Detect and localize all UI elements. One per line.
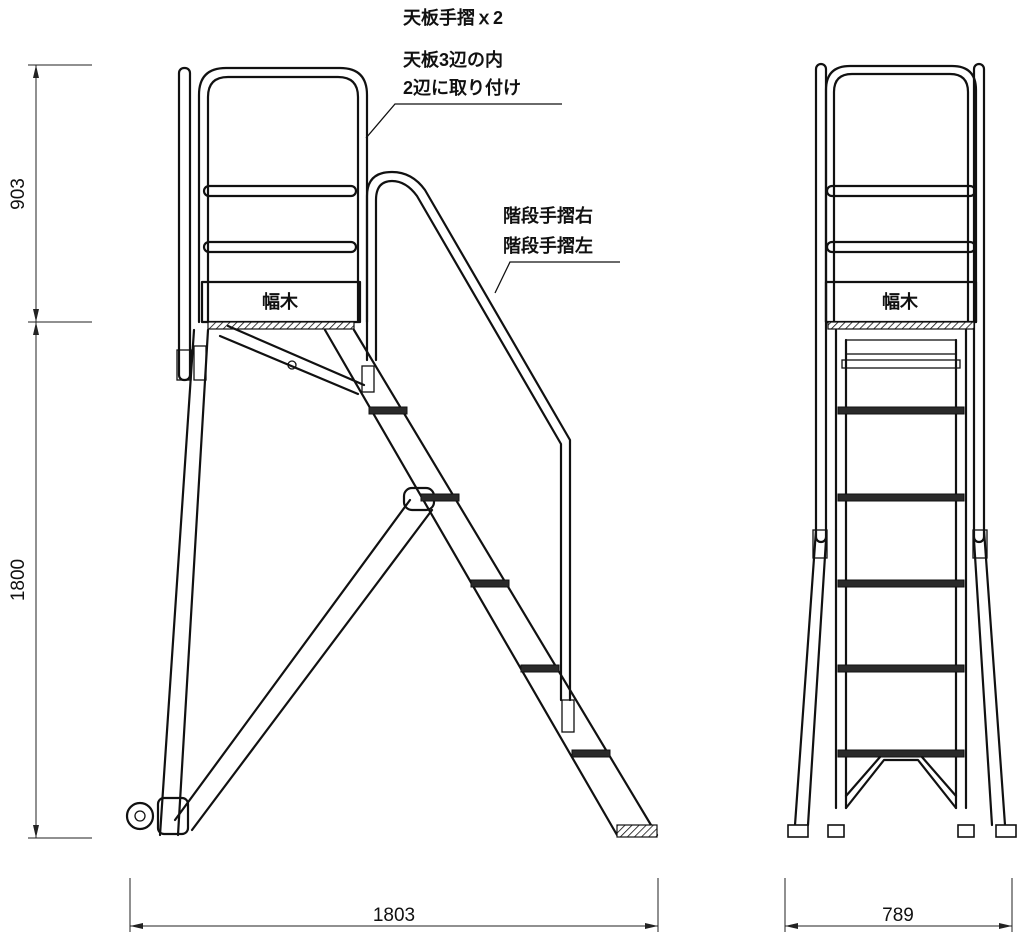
mount-note-line2: 2辺に取り付け	[403, 77, 521, 98]
front-view	[787, 62, 1017, 838]
horizontal-dimension-group	[129, 878, 1013, 932]
toe-board-label-side: 幅木	[262, 291, 299, 312]
top-handrail-label: 天板手摺ｘ2	[403, 7, 503, 28]
dimension-platform-height: 1800	[8, 559, 29, 601]
dimension-depth: 1803	[373, 905, 415, 926]
mount-note-line1: 天板3辺の内	[403, 49, 503, 70]
stair-handrail-right-label: 階段手摺右	[503, 205, 593, 226]
stair-handrail-left-label: 階段手摺左	[503, 235, 593, 256]
dimension-handrail-height: 903	[8, 178, 29, 210]
top-handrail-leader	[365, 103, 562, 139]
side-view	[125, 66, 659, 838]
dimension-width: 789	[882, 905, 914, 926]
toe-board-label-front: 幅木	[882, 291, 919, 312]
stair-handrail-leader	[494, 261, 620, 294]
vertical-dimension-group	[28, 64, 92, 839]
